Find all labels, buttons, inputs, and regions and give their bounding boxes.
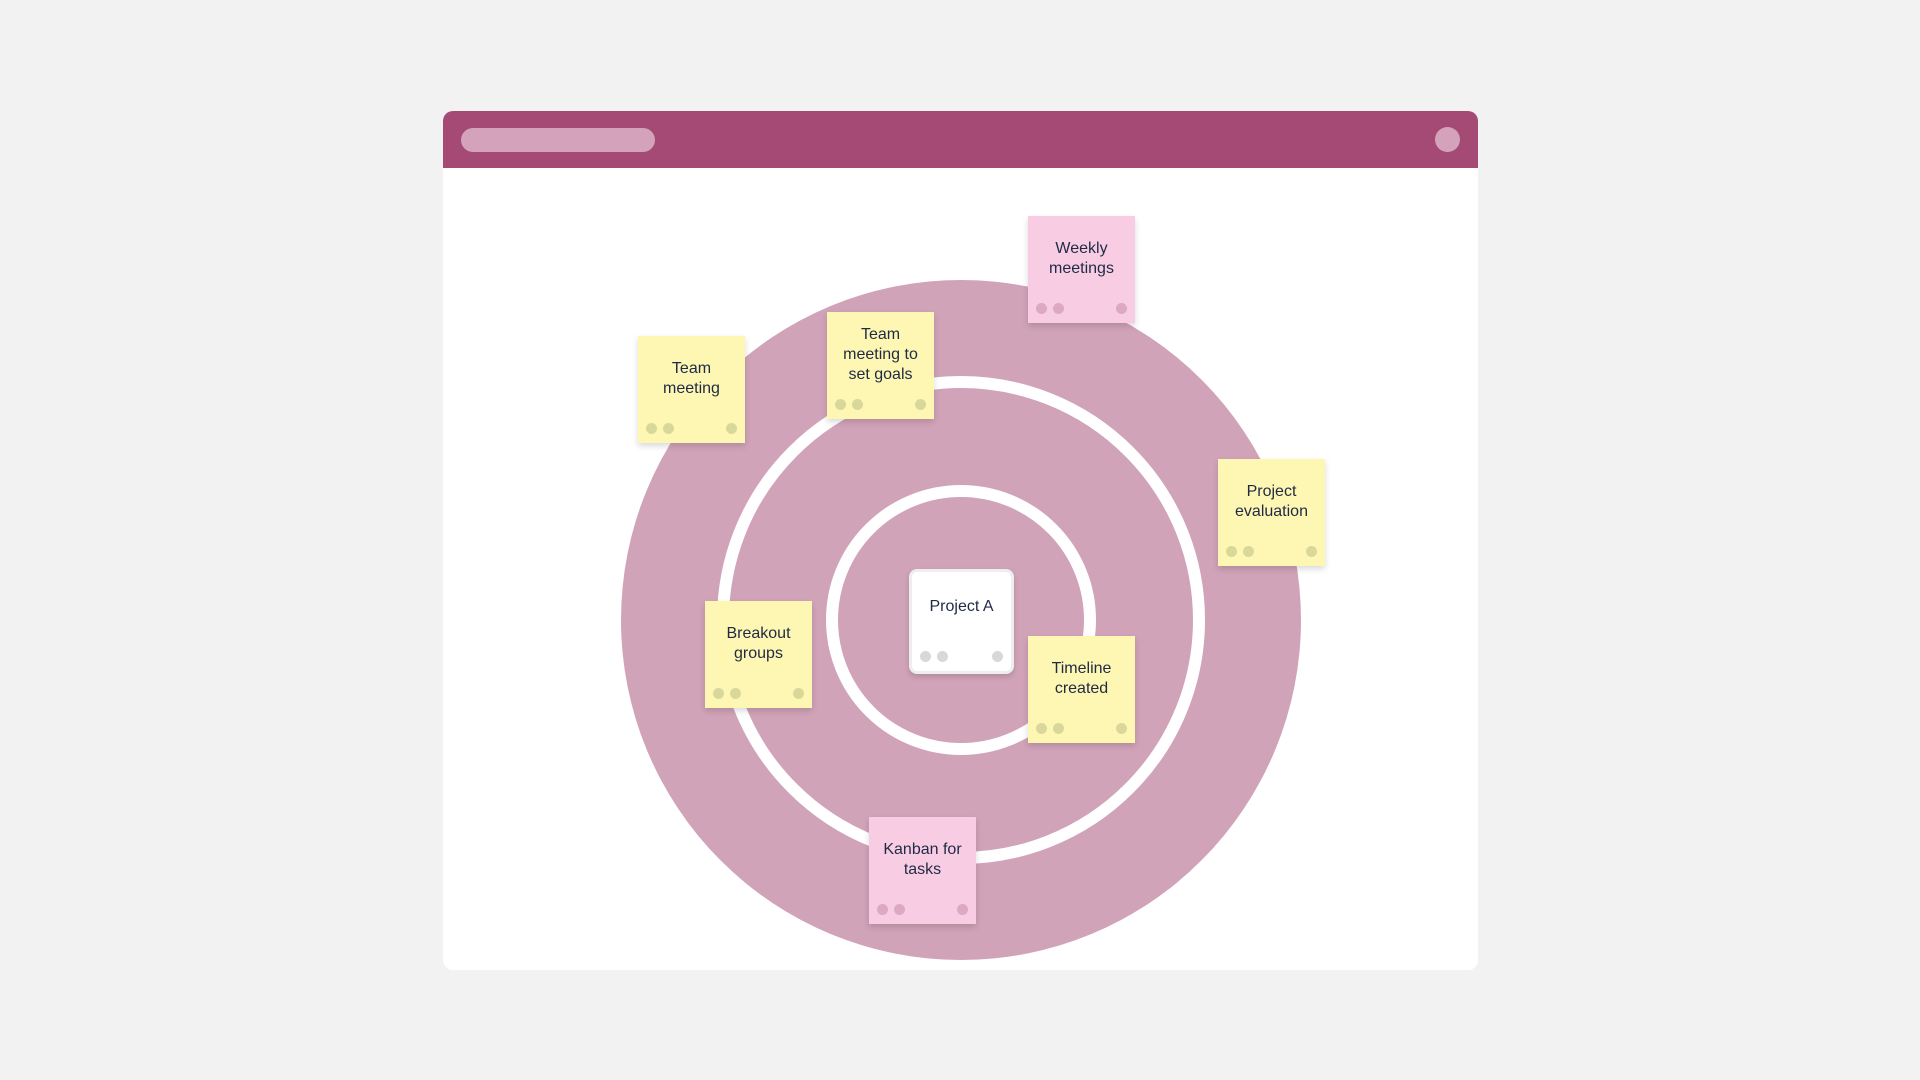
note-dot-icon: [726, 423, 737, 434]
title-placeholder: [461, 128, 655, 152]
note-dot-icon: [1306, 546, 1317, 557]
note-dot-icon: [663, 423, 674, 434]
note-dot-icon: [713, 688, 724, 699]
note-dot-icon: [835, 399, 846, 410]
note-dot-icon: [793, 688, 804, 699]
note-dot-icon: [1226, 546, 1237, 557]
note-dot-icon: [957, 904, 968, 915]
card-dot-icon: [992, 651, 1003, 662]
note-dot-icon: [1243, 546, 1254, 557]
note-dot-icon: [852, 399, 863, 410]
note-dot-icon: [1053, 723, 1064, 734]
note-dot-icon: [646, 423, 657, 434]
note-dot-icon: [1036, 303, 1047, 314]
note-dot-icon: [877, 904, 888, 915]
note-dot-icon: [894, 904, 905, 915]
window-control-icon[interactable]: [1435, 127, 1460, 152]
card-dot-icon: [920, 651, 931, 662]
center-card-project-a[interactable]: Project A: [909, 569, 1014, 674]
title-bar: [443, 111, 1478, 168]
note-dot-icon: [1116, 303, 1127, 314]
note-dot-icon: [730, 688, 741, 699]
note-dot-icon: [1116, 723, 1127, 734]
center-card-label: Project A: [929, 598, 994, 615]
note-dot-icon: [1036, 723, 1047, 734]
note-dot-icon: [915, 399, 926, 410]
card-dot-icon: [937, 651, 948, 662]
note-dot-icon: [1053, 303, 1064, 314]
